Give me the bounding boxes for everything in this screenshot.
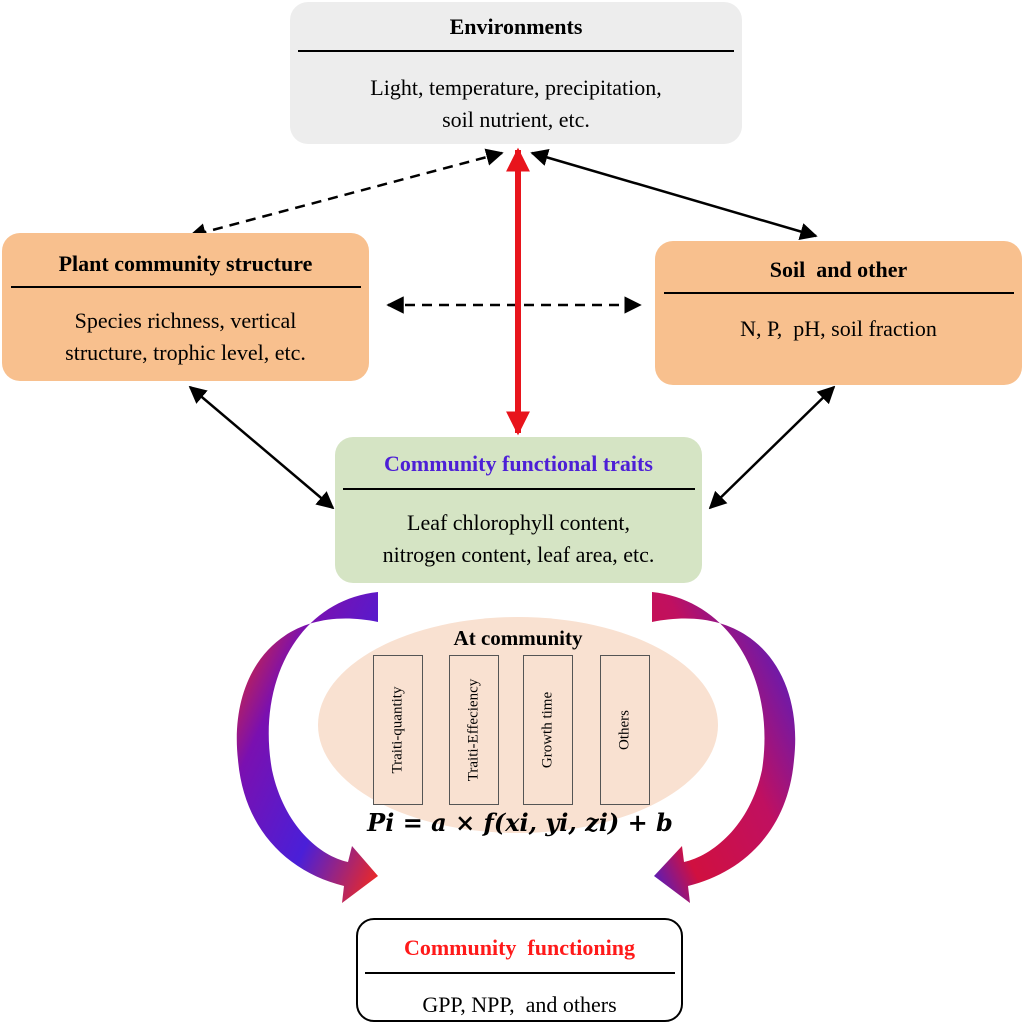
traits-title: Community functional traits: [384, 451, 653, 476]
right-curved-gradient-arrow: [652, 592, 796, 903]
traits-line-1: Leaf chlorophyll content,: [407, 510, 630, 535]
community-functioning-box: Community functioning GPP, NPP, and othe…: [356, 918, 683, 1022]
env-plant-dashed-arrow: [188, 148, 504, 241]
factor-label: Growth time: [539, 691, 556, 769]
env-soil-arrow: [530, 149, 818, 240]
traits-line-2: nitrogen content, leaf area, etc.: [382, 542, 655, 567]
factor-label: Others: [616, 710, 633, 750]
functioning-line-1: GPP, NPP, and others: [422, 992, 617, 1017]
factor-label: Traiti-Effeciency: [465, 678, 482, 782]
environments-title: Environments: [449, 14, 583, 39]
factor-label: Traiti-quantity: [389, 686, 406, 774]
environments-divider: [298, 50, 734, 52]
soil-divider: [663, 292, 1014, 294]
factor-box-trait-efficiency: Traiti-Effeciency: [449, 655, 499, 805]
plant-structure-title: Plant community structure: [58, 251, 313, 276]
factor-box-growth-time: Growth time: [523, 655, 573, 805]
left-curved-gradient-arrow: [236, 592, 378, 903]
plant-structure-line-2: structure, trophic level, etc.: [65, 340, 306, 365]
formula: Pi = a × f(xi, yi, zi) + b: [367, 808, 673, 837]
functioning-title: Community functioning: [403, 935, 636, 960]
functioning-divider: [364, 972, 675, 974]
soil-and-other-box: Soil and other N, P, pH, soil fraction: [655, 241, 1022, 385]
plant-structure-divider: [10, 286, 361, 288]
at-community-title: At community: [453, 626, 583, 650]
soil-title: Soil and other: [769, 257, 908, 282]
plant-community-structure-box: Plant community structure Species richne…: [2, 233, 369, 381]
environments-box: Environments Light, temperature, precipi…: [290, 2, 742, 144]
factor-box-trait-quantity: Traiti-quantity: [373, 655, 423, 805]
plant-traits-arrow: [188, 385, 335, 510]
factor-box-others: Others: [600, 655, 650, 805]
environments-line-1: Light, temperature, precipitation,: [370, 75, 662, 100]
soil-traits-arrow: [708, 385, 836, 510]
plant-structure-line-1: Species richness, vertical: [74, 308, 297, 333]
traits-divider: [342, 488, 695, 490]
environments-line-2: soil nutrient, etc.: [442, 107, 590, 132]
soil-line-1: N, P, pH, soil fraction: [740, 316, 937, 341]
community-functional-traits-box: Community functional traits Leaf chlorop…: [335, 437, 702, 583]
